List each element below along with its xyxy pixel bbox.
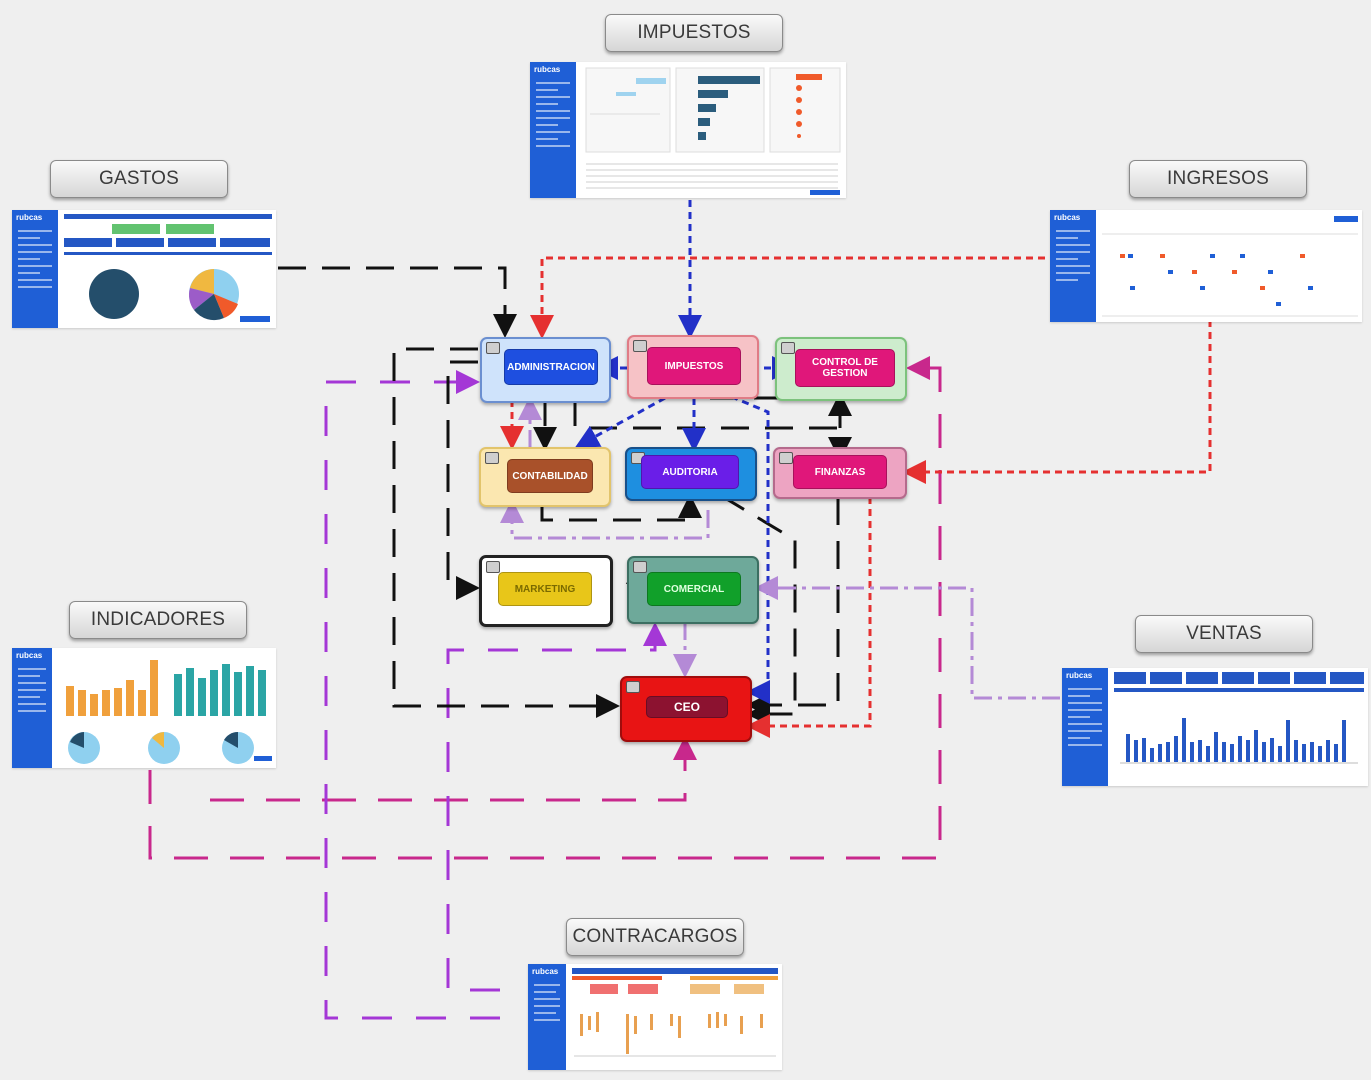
org-chart-icon	[485, 452, 499, 464]
node-label-comercial: COMERCIAL	[663, 583, 725, 595]
thumbnail-preview	[64, 214, 272, 322]
magenta-connectors	[148, 356, 942, 860]
thumbnail-brand: rubcas	[1066, 671, 1093, 680]
org-chart-icon	[486, 342, 500, 354]
section-title-indicadores: INDICADORES	[69, 601, 247, 639]
thumbnail-brand: rubcas	[16, 213, 43, 222]
node-contabilidad[interactable]: CONTABILIDAD	[479, 447, 611, 507]
node-ceo[interactable]: CEO	[620, 676, 752, 742]
section-title-ingresos: INGRESOS	[1129, 160, 1307, 198]
dashboard-thumbnail-ingresos[interactable]: rubcas	[1050, 210, 1362, 322]
blue-connectors	[574, 200, 796, 704]
thumbnail-sidebar: rubcas	[530, 62, 576, 198]
node-label-finanzas: FINANZAS	[814, 466, 866, 478]
thumbnail-sidebar: rubcas	[1062, 668, 1108, 786]
node-control-de-gestion[interactable]: CONTROL DE GESTION	[775, 337, 907, 401]
org-chart-icon	[633, 561, 647, 573]
section-title-contracargos: CONTRACARGOS	[566, 918, 744, 956]
node-administracion[interactable]: ADMINISTRACION	[480, 337, 611, 403]
dashboard-thumbnail-gastos[interactable]: rubcas	[12, 210, 276, 328]
section-title-impuestos: IMPUESTOS	[605, 14, 783, 52]
thumbnail-preview	[572, 968, 778, 1057]
node-label-impuestos: IMPUESTOS	[664, 360, 724, 372]
thumbnail-sidebar: rubcas	[12, 648, 52, 768]
thumbnail-brand: rubcas	[532, 967, 559, 976]
purple-connectors	[324, 370, 667, 1020]
section-title-gastos: GASTOS	[50, 160, 228, 198]
org-chart-icon	[779, 452, 793, 464]
thumbnail-brand: rubcas	[1054, 213, 1081, 222]
node-label-ceo: CEO	[673, 699, 700, 714]
node-marketing[interactable]: MARKETING	[479, 555, 613, 627]
node-label-auditoria: AUDITORIA	[662, 466, 718, 478]
dashboard-thumbnail-impuestos[interactable]: rubcas	[530, 62, 846, 198]
node-label-contabilidad: CONTABILIDAD	[512, 470, 588, 482]
node-auditoria[interactable]: AUDITORIA	[625, 447, 757, 501]
dashboard-thumbnail-contracargos[interactable]: rubcas	[528, 964, 782, 1070]
thumbnail-sidebar: rubcas	[1050, 210, 1096, 322]
thumbnail-brand: rubcas	[16, 651, 43, 660]
org-chart-icon	[781, 342, 795, 354]
thumbnail-preview	[66, 660, 272, 764]
node-finanzas[interactable]: FINANZAS	[773, 447, 907, 499]
node-comercial[interactable]: COMERCIAL	[627, 556, 759, 624]
lilac-connectors	[500, 396, 1060, 700]
org-chart-icon	[626, 681, 640, 693]
section-title-ventas: VENTAS	[1135, 615, 1313, 653]
dashboard-thumbnail-ventas[interactable]: rubcas	[1062, 668, 1368, 786]
thumbnail-preview	[585, 67, 841, 195]
red-connectors	[500, 256, 1212, 738]
org-chart-icon	[486, 561, 500, 573]
node-impuestos[interactable]: IMPUESTOS	[627, 335, 759, 399]
thumbnail-brand: rubcas	[534, 65, 561, 74]
thumbnail-preview	[1114, 672, 1364, 764]
node-label-administracion: ADMINISTRACION	[507, 361, 595, 373]
org-chart-icon	[633, 340, 647, 352]
thumbnail-preview	[1102, 216, 1358, 317]
node-label-control-de-gestion: CONTROL DE GESTION	[812, 357, 878, 379]
black-connectors	[278, 266, 852, 726]
thumbnail-sidebar: rubcas	[12, 210, 58, 328]
dashboard-thumbnail-indicadores[interactable]: rubcas	[12, 648, 276, 768]
node-label-marketing: MARKETING	[514, 583, 576, 595]
thumbnail-sidebar: rubcas	[528, 964, 566, 1070]
